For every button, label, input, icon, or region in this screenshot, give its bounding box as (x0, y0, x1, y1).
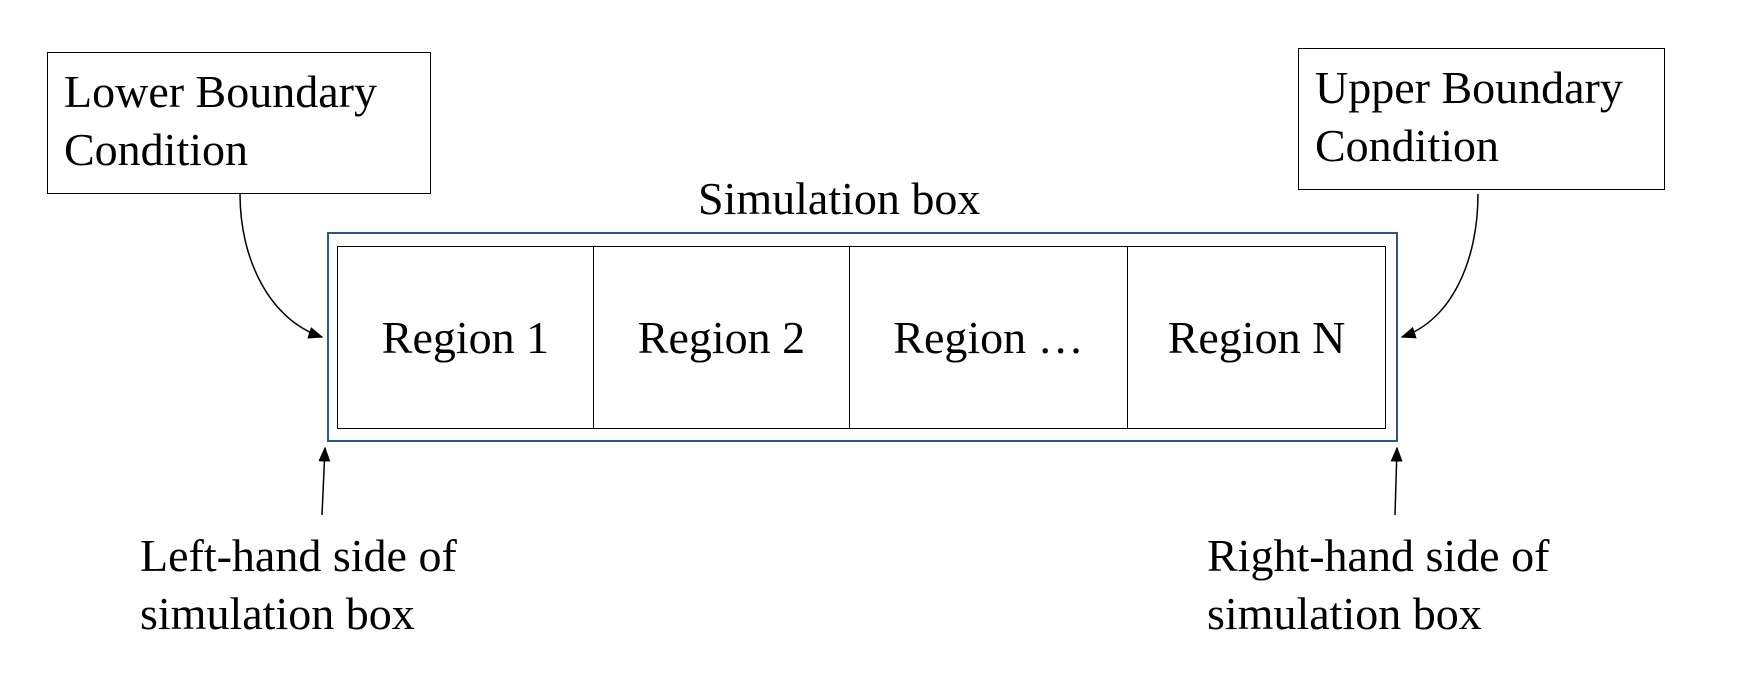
lower-boundary-line-2: Condition (64, 124, 249, 175)
upper-boundary-condition-box: Upper Boundary Condition (1298, 48, 1665, 190)
lower-boundary-arrow (239, 193, 324, 339)
left-hand-side-label: Left-hand side of simulation box (140, 527, 457, 643)
left-hand-side-line-2: simulation box (140, 588, 415, 639)
region-n: Region N (1167, 312, 1346, 363)
right-hand-side-label: Right-hand side of simulation box (1207, 527, 1549, 643)
upper-boundary-arrow (1400, 193, 1479, 339)
lower-boundary-condition-box: Lower Boundary Condition (47, 52, 431, 194)
region-1: Region 1 (338, 247, 594, 428)
region-2: Region 2 (594, 247, 850, 428)
right-hand-side-line-2: simulation box (1207, 588, 1482, 639)
right-hand-side-arrow (1390, 446, 1403, 516)
right-hand-side-line-1: Right-hand side of (1207, 530, 1550, 581)
simulation-box-outline (327, 232, 1398, 442)
left-hand-side-arrow (318, 446, 331, 516)
upper-boundary-line-1: Upper Boundary (1315, 62, 1623, 113)
simulation-box-title: Simulation box (698, 173, 981, 224)
region-ellipsis: Region … (850, 247, 1128, 428)
regions-container: Region 1 Region 2 Region … Region N (337, 246, 1386, 429)
lower-boundary-line-1: Lower Boundary (64, 66, 377, 117)
upper-boundary-line-2: Condition (1315, 120, 1500, 171)
left-hand-side-line-1: Left-hand side of (140, 530, 457, 581)
